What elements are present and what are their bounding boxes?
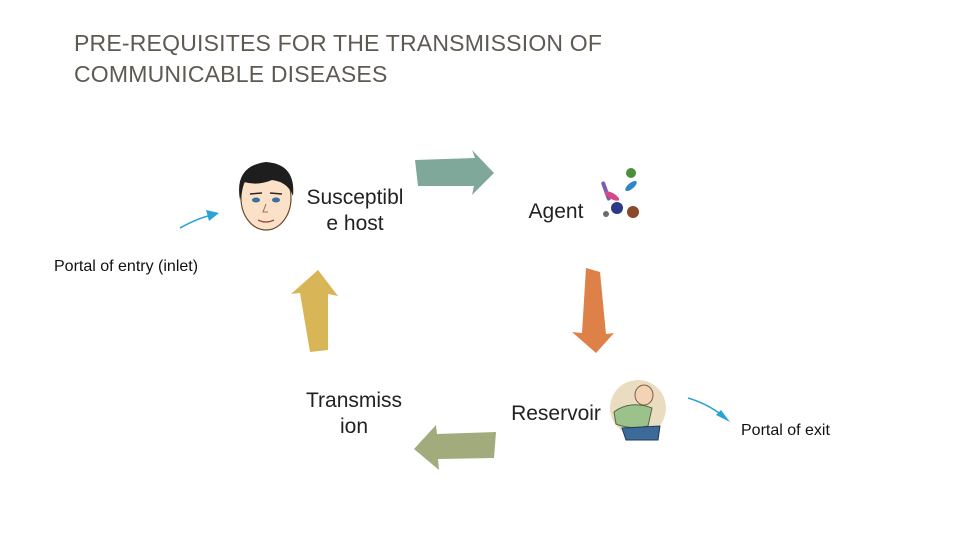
node-reservoir: Reservoir [504,401,608,427]
node-transmission-line-2: ion [339,415,369,438]
arrow-host-to-agent [415,150,494,195]
arrow-transmission-to-host [291,270,338,352]
node-host-line-1: Susceptibl [306,186,404,209]
face-icon [239,162,294,231]
sick-person-icon [610,380,666,441]
label-portal-of-entry: Portal of entry (inlet) [54,258,199,275]
title-line-1: PRE-REQUISITES FOR THE TRANSMISSION OF [74,30,603,56]
entry-pointer [179,210,219,229]
node-susceptible-host: Susceptibl e host [298,185,412,237]
node-agent: Agent [518,199,594,225]
label-portal-of-exit: Portal of exit [741,422,830,439]
node-transmission-line-1: Transmiss [305,389,403,412]
node-agent-line-1: Agent [528,200,584,223]
node-host-line-2: e host [326,212,384,235]
exit-pointer [687,397,730,422]
page-title: PRE-REQUISITES FOR THE TRANSMISSION OF C… [74,28,774,90]
node-reservoir-line-1: Reservoir [511,402,601,425]
arrow-reservoir-to-transmission [414,425,496,470]
node-transmission: Transmiss ion [296,388,412,440]
arrow-agent-to-reservoir [572,268,614,353]
microbes-icon [601,168,639,218]
title-line-2: COMMUNICABLE DISEASES [74,61,388,87]
